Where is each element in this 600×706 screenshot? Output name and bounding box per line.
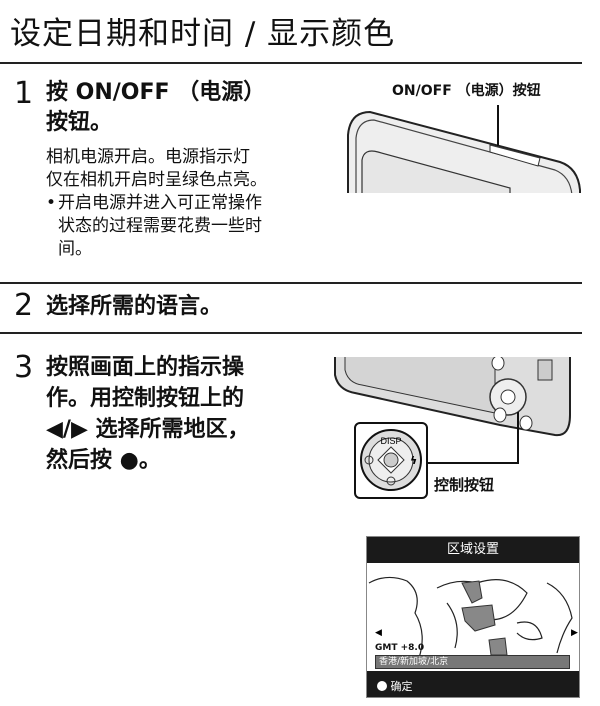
screen-title: 区域设置 bbox=[446, 542, 499, 557]
page-title: 设定日期和时间 / 显示颜色 bbox=[10, 16, 396, 52]
heading-line: 按照画面上的指示操 bbox=[46, 355, 245, 380]
flash-icon: ϟ bbox=[410, 454, 417, 467]
note-line: 间。 bbox=[58, 239, 92, 259]
step-body: 相机电源开启。电源指示灯 仅在相机开启时呈绿色点亮。 • 开启电源并进入可正常操… bbox=[46, 146, 267, 261]
region-field[interactable]: 香港/新加坡/北京 bbox=[375, 655, 570, 669]
divider bbox=[0, 282, 582, 284]
note-line: 开启电源并进入可正常操作 bbox=[58, 193, 262, 213]
gmt-offset: GMT +8.0 bbox=[375, 643, 425, 653]
face-icon bbox=[364, 455, 374, 465]
body-line: 相机电源开启。电源指示灯 bbox=[46, 147, 250, 167]
ok-label: 确定 bbox=[390, 680, 413, 693]
svg-text:◀: ◀ bbox=[375, 628, 382, 638]
heading-line: 作。用控制按钮上的 bbox=[46, 386, 245, 411]
note-line: 状态的过程需要花费一些时 bbox=[58, 216, 262, 236]
bullet: • bbox=[46, 193, 57, 213]
heading-line: 按 ON/OFF （电源） bbox=[46, 80, 266, 105]
step-heading: 选择所需的语言。 bbox=[46, 294, 223, 319]
divider bbox=[0, 332, 582, 334]
divider bbox=[0, 62, 582, 64]
body-line: 仅在相机开启时呈绿色点亮。 bbox=[46, 170, 267, 190]
step-number: 1 bbox=[14, 76, 34, 111]
heading-line: 按钮。 bbox=[46, 110, 113, 135]
heading-line: ◀/▶ 选择所需地区， bbox=[46, 417, 250, 442]
heading-line: 然后按 ●。 bbox=[46, 448, 161, 473]
svg-text:▶: ▶ bbox=[571, 628, 578, 638]
ok-hint: 确定 bbox=[367, 671, 579, 701]
world-map: ◀ ▶ GMT +8.0 香港/新加坡/北京 bbox=[367, 563, 579, 671]
step-heading: 按照画面上的指示操 作。用控制按钮上的 ◀/▶ 选择所需地区， 然后按 ●。 bbox=[46, 352, 250, 476]
center-button-icon bbox=[377, 681, 387, 691]
control-button-label: 控制按钮 bbox=[434, 476, 495, 494]
camera-top-illustration bbox=[340, 105, 585, 195]
disp-label: DISP bbox=[380, 436, 401, 446]
self-timer-icon bbox=[386, 476, 396, 486]
step-heading: 按 ON/OFF （电源） 按钮。 bbox=[46, 78, 265, 138]
power-button-label: ON/OFF （电源）按钮 bbox=[392, 83, 541, 99]
camera-back-illustration: DISP ϟ bbox=[330, 355, 590, 499]
area-setting-screen: 区域设置 ◀ ▶ GMT +8.0 香港/新加坡/北京 确定 bbox=[366, 536, 580, 698]
step-number: 3 bbox=[14, 350, 34, 385]
step-number: 2 bbox=[14, 288, 34, 323]
